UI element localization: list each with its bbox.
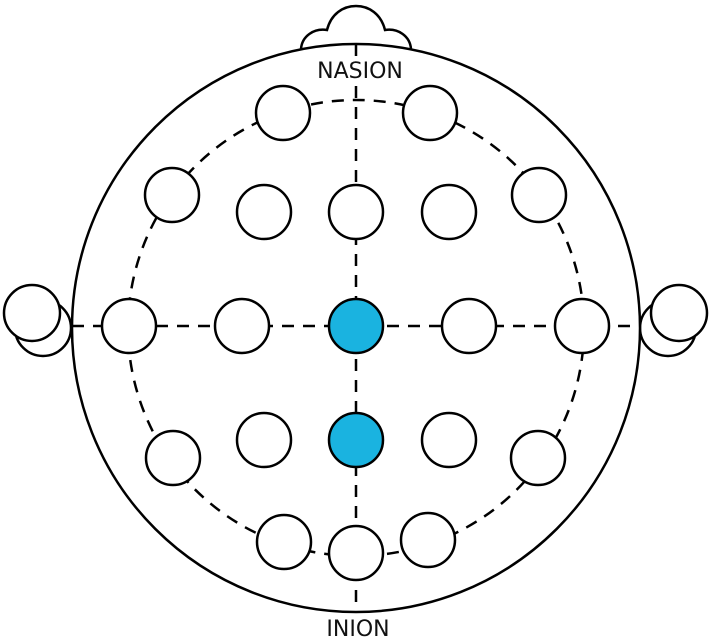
electrode-center: [327, 297, 385, 355]
electrodes: [100, 84, 611, 582]
electrode-rear-right: [399, 511, 457, 569]
electrode-mid-left-2: [100, 297, 158, 355]
inion-label: INION: [326, 617, 389, 640]
electrode-front-left-3: [235, 183, 293, 241]
electrode-back-right-1: [420, 411, 478, 469]
electrode-mid-left-1: [213, 297, 271, 355]
electrode-front-center: [327, 183, 385, 241]
electrode-rear-center: [327, 524, 385, 582]
electrode-front-right-2: [510, 166, 568, 224]
electrode-front-left-1: [254, 84, 312, 142]
electrode-rear-left: [255, 513, 313, 571]
electrode-back-left-1: [235, 411, 293, 469]
electrode-front-right-1: [401, 84, 459, 142]
electrode-back-left-2: [144, 429, 202, 487]
nasion-label: NASION: [317, 59, 403, 84]
inion-label-bg: [317, 614, 401, 640]
nasion-label-bg: [307, 56, 411, 80]
electrode-front-left-2: [143, 166, 201, 224]
electrode-back-right-2: [509, 429, 567, 487]
electrode-front-right-3: [420, 183, 478, 241]
electrode-mid-right-2: [553, 297, 611, 355]
electrode-mid-right-1: [440, 297, 498, 355]
nose-outline: [299, 4, 413, 50]
left-ear: [2, 283, 73, 358]
electrode-center-back: [327, 411, 385, 469]
right-ear: [638, 283, 709, 358]
